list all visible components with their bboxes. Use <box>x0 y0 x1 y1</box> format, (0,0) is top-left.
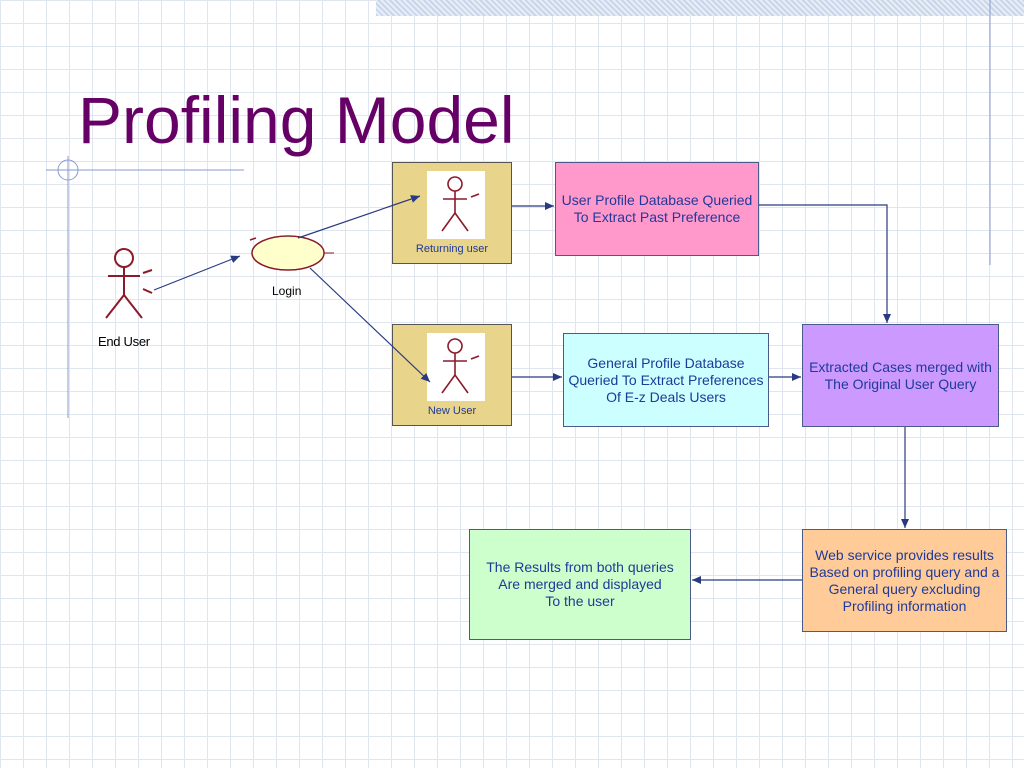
web-service-box: Web service provides results Based on pr… <box>802 529 1007 632</box>
new-user-icon-frame <box>427 333 485 401</box>
returning-user-label: Returning user <box>415 243 489 255</box>
login-label: Login <box>272 284 302 298</box>
arrow-enduser-to-login <box>153 255 241 291</box>
page-title: Profiling Model <box>78 83 515 157</box>
results-box: The Results from both queries Are merged… <box>469 529 691 640</box>
general-profile-db-box: General Profile Database Queried To Extr… <box>563 333 769 427</box>
returning-user-actor-icon <box>441 176 480 232</box>
arrow-login-to-returning <box>297 195 421 239</box>
new-user-box: New User <box>392 324 512 426</box>
arrow-userdb-to-extracted <box>759 204 891 323</box>
returning-user-box: Returning user <box>392 162 512 264</box>
new-user-label: New User <box>427 405 477 417</box>
returning-user-icon-frame <box>427 171 485 239</box>
end-user-label: End User <box>98 334 150 349</box>
user-profile-db-box: User Profile Database Queried To Extract… <box>555 162 759 256</box>
new-user-actor-icon <box>441 338 480 394</box>
extracted-cases-box: Extracted Cases merged with The Original… <box>802 324 999 427</box>
arrow-login-to-new <box>309 267 431 383</box>
top-decorative-band <box>376 0 1024 16</box>
